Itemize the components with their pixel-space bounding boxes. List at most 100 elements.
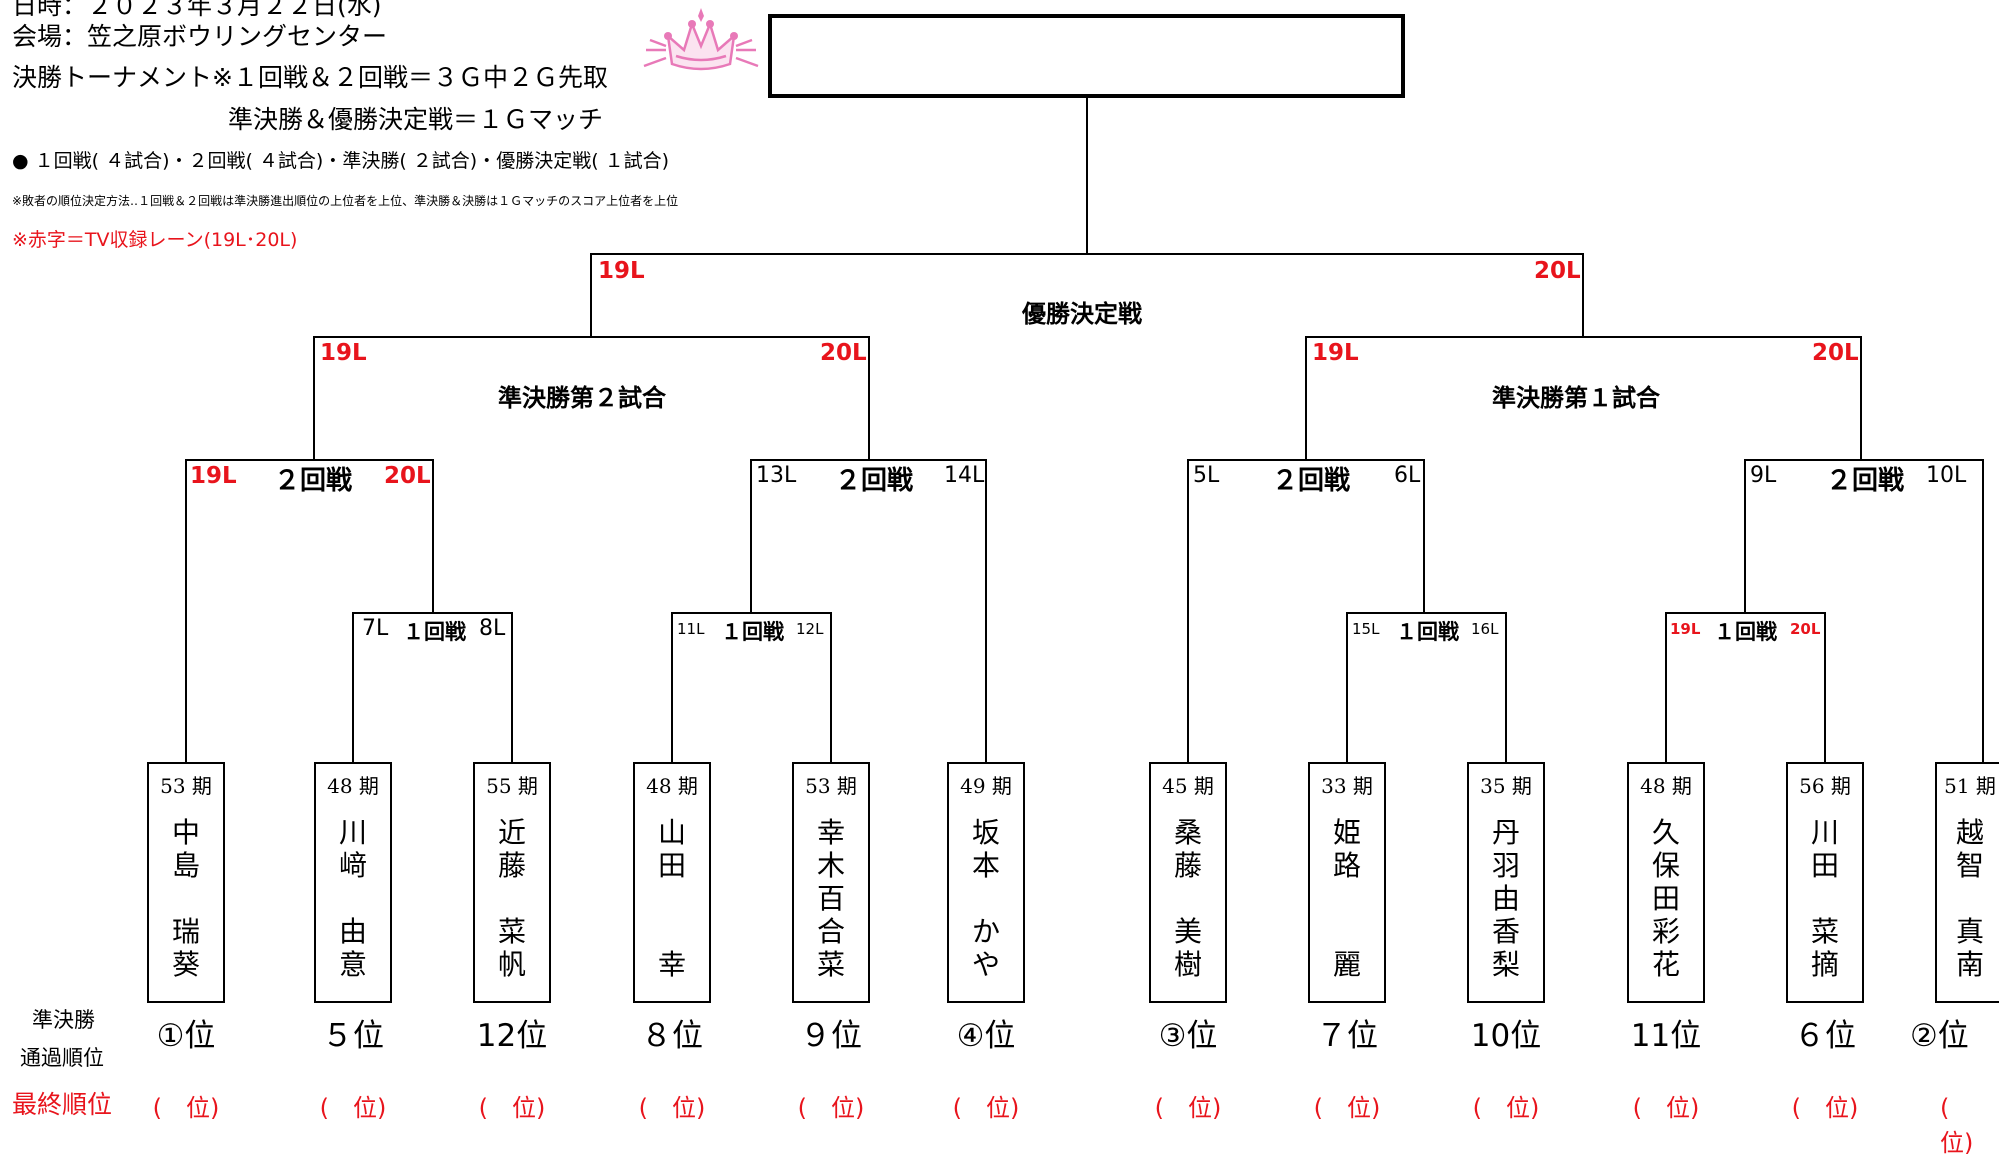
r1a-label: １回戦: [403, 620, 466, 644]
player-name: 川 田 菜 摘: [1810, 816, 1839, 981]
player-term: 53 期: [160, 774, 212, 798]
r2a-lane-right: 20L: [384, 463, 431, 489]
r1b-label: １回戦: [721, 620, 784, 644]
r2c-lane-right: 6L: [1394, 463, 1421, 488]
r2d-lane-left: 9L: [1750, 463, 1777, 488]
semi-rank: ８位: [641, 1018, 703, 1054]
loser-rule-note: ※敗者の順位決定方法‥１回戦＆２回戦は準決勝進出順位の上位者を上位、準決勝＆決勝…: [12, 194, 679, 208]
r1c-lane-right: 16L: [1471, 620, 1499, 638]
player-name: 丹 羽 由 香 梨: [1491, 816, 1520, 981]
r1c-lane-left: 15L: [1352, 620, 1380, 638]
player-term: 33 期: [1321, 774, 1373, 798]
semi-rank: ６位: [1794, 1018, 1856, 1054]
final-lane-right: 20L: [1534, 258, 1581, 284]
date-text: 日時：２０２３年３月２２日(水): [12, 0, 382, 20]
player-card: 49 期坂 本 か や: [947, 762, 1025, 1003]
final-rank: ( 位): [152, 1094, 220, 1122]
semi-rank: ②位: [1910, 1018, 1969, 1054]
player-term: 56 期: [1799, 774, 1851, 798]
r1d-label: １回戦: [1714, 620, 1777, 644]
r2b-lane-left: 13L: [756, 463, 797, 488]
player-card: 53 期中 島 瑞 葵: [147, 762, 225, 1003]
player-name: 川 﨑 由 意: [338, 816, 367, 981]
games-note: ● １回戦( ４試合)・２回戦( ４試合)・準決勝( ２試合)・優勝決定戦( １…: [12, 150, 670, 172]
r1b-lane-left: 11L: [677, 620, 705, 638]
player-card: 56 期川 田 菜 摘: [1786, 762, 1864, 1003]
r2b-label: ２回戦: [835, 466, 914, 496]
player-card: 48 期川 﨑 由 意: [314, 762, 392, 1003]
final-rank: ( 位): [1940, 1094, 1974, 1157]
semi-rank: ５位: [322, 1018, 384, 1054]
final-rank: ( 位): [1313, 1094, 1381, 1122]
final-rank: ( 位): [638, 1094, 706, 1122]
player-name: 坂 本 か や: [971, 816, 1000, 981]
semi2-label: 準決勝第２試合: [498, 384, 666, 412]
player-card: 48 期山 田 幸: [633, 762, 711, 1003]
player-term: 48 期: [646, 774, 698, 798]
r2a-lane-left: 19L: [190, 463, 237, 489]
player-name: 中 島 瑞 葵: [171, 816, 200, 981]
r1a-lane-right: 8L: [479, 616, 506, 641]
r2d-label: ２回戦: [1826, 466, 1905, 496]
player-name: 山 田 幸: [657, 816, 686, 981]
final-match-label: 優勝決定戦: [1022, 300, 1142, 328]
player-name: 姫 路 麗: [1332, 816, 1361, 981]
player-card: 55 期近 藤 菜 帆: [473, 762, 551, 1003]
player-term: 45 期: [1162, 774, 1214, 798]
semi-rank: ①位: [156, 1018, 216, 1054]
final-rank: ( 位): [1791, 1094, 1859, 1122]
final-rank: ( 位): [797, 1094, 865, 1122]
r1d-lane-left: 19L: [1670, 620, 1701, 638]
format-text-1: 決勝トーナメント※１回戦＆２回戦＝３Ｇ中２Ｇ先取: [12, 63, 608, 92]
player-card: 33 期姫 路 麗: [1308, 762, 1386, 1003]
player-name: 久 保 田 彩 花: [1651, 816, 1680, 981]
player-card: 45 期桑 藤 美 樹: [1149, 762, 1227, 1003]
r1a-lane-left: 7L: [362, 616, 389, 641]
r2d-lane-right: 10L: [1926, 463, 1967, 488]
semi2-lane-right: 20L: [820, 340, 867, 366]
r1d-lane-right: 20L: [1790, 620, 1821, 638]
player-term: 49 期: [960, 774, 1012, 798]
tv-lane-note: ※赤字＝TV収録レーン(19L･20L): [12, 229, 298, 251]
player-term: 48 期: [327, 774, 379, 798]
player-term: 48 期: [1640, 774, 1692, 798]
r2a-label: ２回戦: [274, 466, 353, 496]
r2b-lane-right: 14L: [944, 463, 985, 488]
player-card: 35 期丹 羽 由 香 梨: [1467, 762, 1545, 1003]
semi1-lane-left: 19L: [1312, 340, 1359, 366]
r2c-lane-left: 5L: [1193, 463, 1220, 488]
semi-rank: ③位: [1158, 1018, 1218, 1054]
champion-box: [768, 14, 1405, 98]
semi-rank: ④位: [956, 1018, 1016, 1054]
semi-rank-label-2: 通過順位: [20, 1046, 104, 1070]
bracket-lines: [185, 98, 1984, 762]
player-name: 桑 藤 美 樹: [1173, 816, 1202, 981]
final-lane-left: 19L: [598, 258, 645, 284]
player-name: 越 智 真 南: [1955, 816, 1984, 981]
final-rank: ( 位): [319, 1094, 387, 1122]
final-rank: ( 位): [1632, 1094, 1700, 1122]
final-rank-label: 最終順位: [12, 1090, 113, 1119]
semi-rank: ９位: [800, 1018, 862, 1054]
semi-rank: 12位: [476, 1018, 548, 1054]
r1c-label: １回戦: [1396, 620, 1459, 644]
player-card: 48 期久 保 田 彩 花: [1627, 762, 1705, 1003]
semi-rank: ７位: [1316, 1018, 1378, 1054]
final-rank: ( 位): [1154, 1094, 1222, 1122]
r2c-label: ２回戦: [1272, 466, 1351, 496]
final-rank: ( 位): [478, 1094, 546, 1122]
player-term: 51 期: [1944, 774, 1996, 798]
semi1-label: 準決勝第１試合: [1492, 384, 1660, 412]
final-rank: ( 位): [952, 1094, 1020, 1122]
player-card: 51 期越 智 真 南: [1935, 762, 1999, 1003]
player-term: 53 期: [805, 774, 857, 798]
player-term: 35 期: [1480, 774, 1532, 798]
final-rank: ( 位): [1472, 1094, 1540, 1122]
player-term: 55 期: [486, 774, 538, 798]
semi-rank: 10位: [1470, 1018, 1542, 1054]
r1b-lane-right: 12L: [796, 620, 824, 638]
semi-rank-label-1: 準決勝: [32, 1008, 95, 1032]
player-card: 53 期幸 木 百 合 菜: [792, 762, 870, 1003]
player-name: 幸 木 百 合 菜: [816, 816, 845, 981]
semi-rank: 11位: [1630, 1018, 1702, 1054]
